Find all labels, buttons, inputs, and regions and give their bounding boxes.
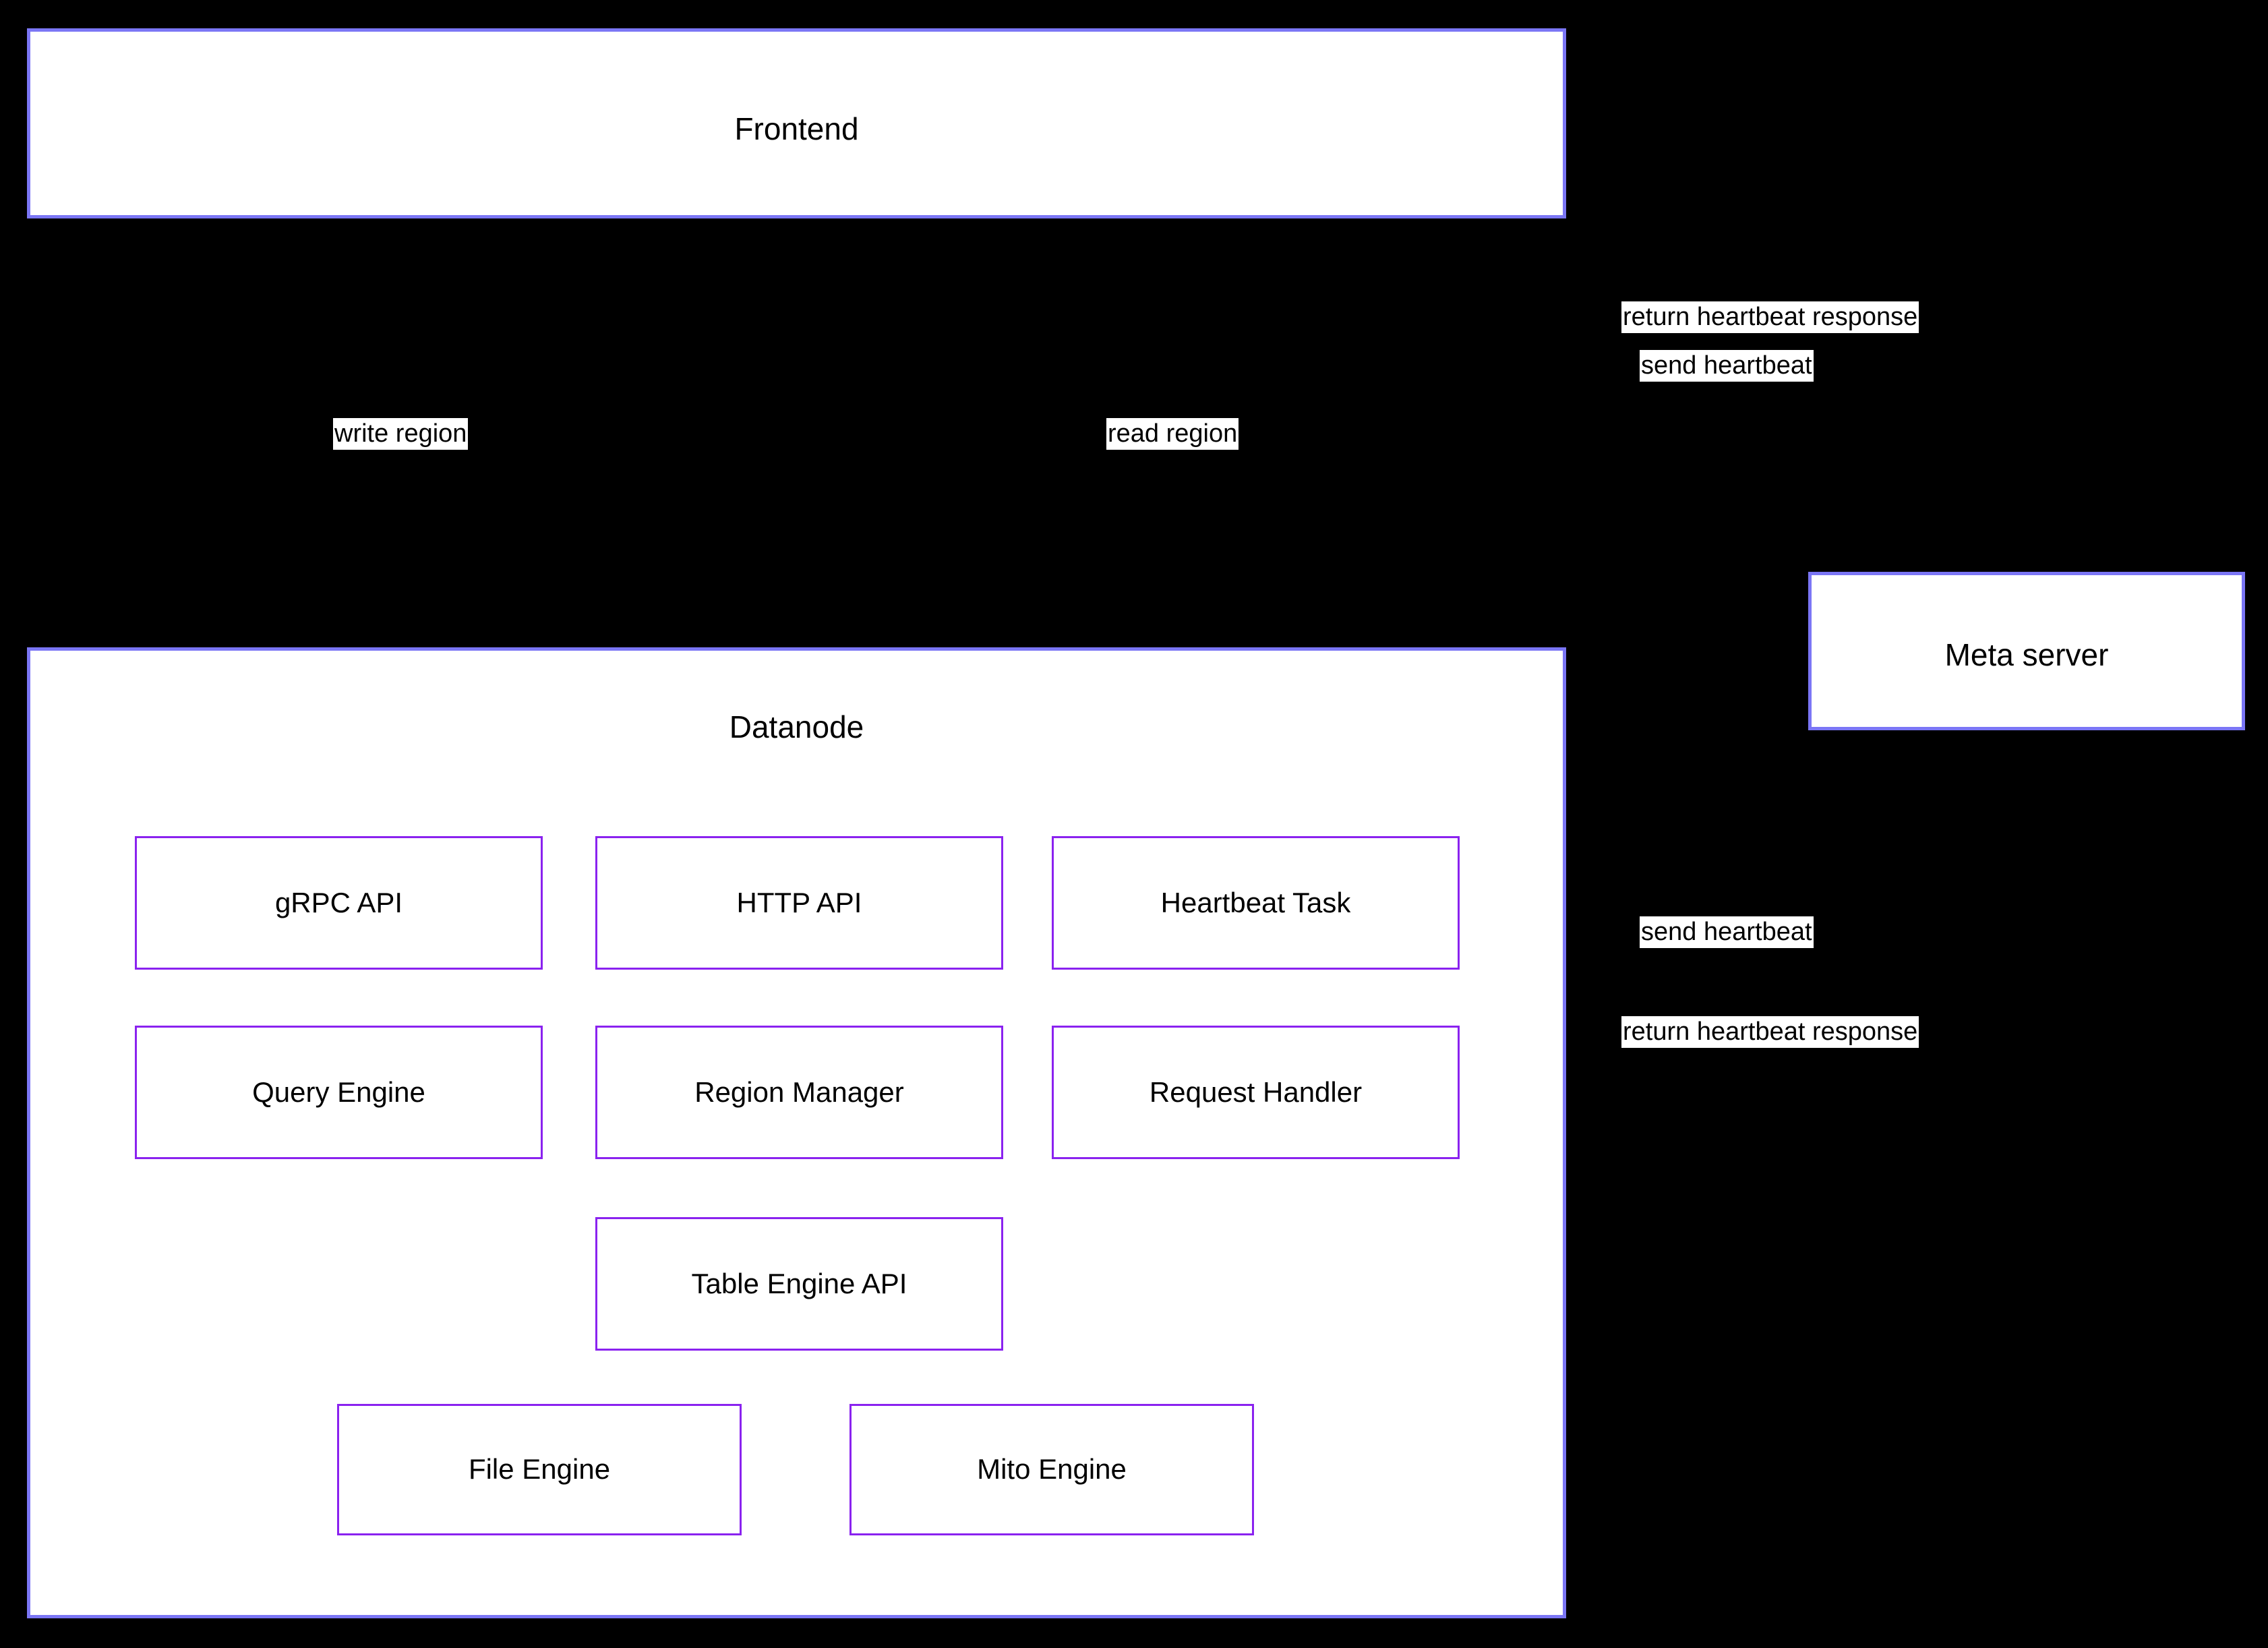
component-http-api[interactable]: HTTP API <box>595 836 1003 970</box>
frontend-label: Frontend <box>734 111 859 146</box>
component-mito-engine-label: Mito Engine <box>977 1453 1127 1485</box>
edge-label-return-heartbeat-response-bottom: return heartbeat response <box>1621 1016 1919 1048</box>
component-request-handler[interactable]: Request Handler <box>1052 1026 1460 1159</box>
edge-label-send-heartbeat-top: send heartbeat <box>1640 350 1814 382</box>
component-heartbeat-task[interactable]: Heartbeat Task <box>1052 836 1460 970</box>
component-table-engine-api-label: Table Engine API <box>691 1267 907 1299</box>
component-file-engine-label: File Engine <box>468 1453 611 1485</box>
meta-server-label: Meta server <box>1944 637 2109 672</box>
component-request-handler-label: Request Handler <box>1149 1076 1363 1108</box>
frontend-node[interactable]: Frontend <box>27 28 1566 218</box>
component-query-engine[interactable]: Query Engine <box>135 1026 543 1159</box>
edge-send-heartbeat-bottom <box>1570 730 1937 945</box>
component-region-manager-label: Region Manager <box>694 1076 904 1108</box>
edge-label-write-region: write region <box>333 418 469 450</box>
meta-server-node[interactable]: Meta server <box>1808 572 2245 730</box>
edge-label-send-heartbeat-bottom: send heartbeat <box>1640 916 1814 948</box>
edge-label-read-region: read region <box>1106 418 1239 450</box>
component-table-engine-api[interactable]: Table Engine API <box>595 1217 1003 1351</box>
component-grpc-api[interactable]: gRPC API <box>135 836 543 970</box>
component-http-api-label: HTTP API <box>736 886 862 918</box>
datanode-node[interactable]: Datanode gRPC API HTTP API Heartbeat Tas… <box>27 647 1566 1618</box>
component-mito-engine[interactable]: Mito Engine <box>849 1404 1254 1535</box>
datanode-label: Datanode <box>729 709 864 744</box>
component-region-manager[interactable]: Region Manager <box>595 1026 1003 1159</box>
component-file-engine[interactable]: File Engine <box>337 1404 742 1535</box>
component-heartbeat-task-label: Heartbeat Task <box>1160 886 1351 918</box>
component-grpc-api-label: gRPC API <box>274 886 403 918</box>
component-query-engine-label: Query Engine <box>252 1076 425 1108</box>
edge-label-return-heartbeat-response-top: return heartbeat response <box>1621 301 1919 333</box>
